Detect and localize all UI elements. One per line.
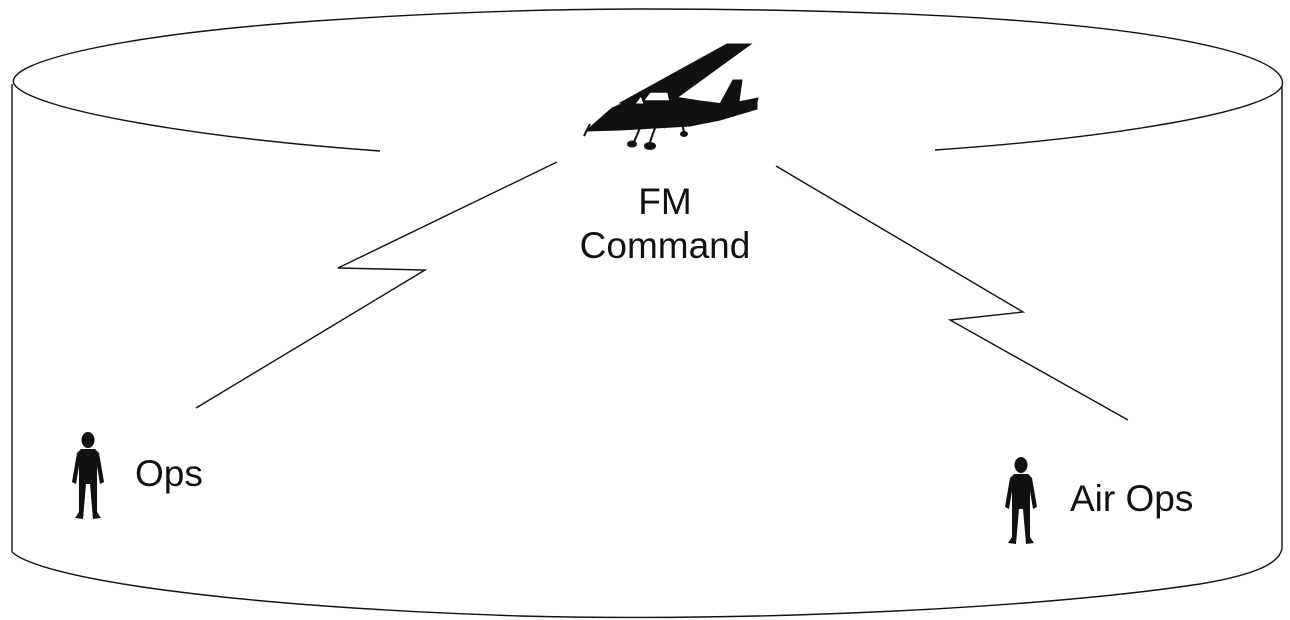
person-icon [72,432,104,519]
cylinder-boundary [11,8,1284,619]
command-node-line2: Command [579,225,751,266]
cylinder-top-rim-right [644,8,1284,151]
radio-links [195,161,1129,421]
command-node-line1: FM [638,181,692,222]
command-node-label: FM Command [520,180,810,268]
cylinder-bottom-rim [11,547,1283,619]
ops-node-label: Ops [135,453,203,494]
air-ops-node-label: Air Ops [1070,478,1194,519]
cylinder-top-rim-left [12,8,646,152]
link-command-to-ops [195,161,558,409]
link-command-to-airops [775,165,1129,421]
person-icon [1005,457,1037,544]
airplane-icon [583,43,759,150]
